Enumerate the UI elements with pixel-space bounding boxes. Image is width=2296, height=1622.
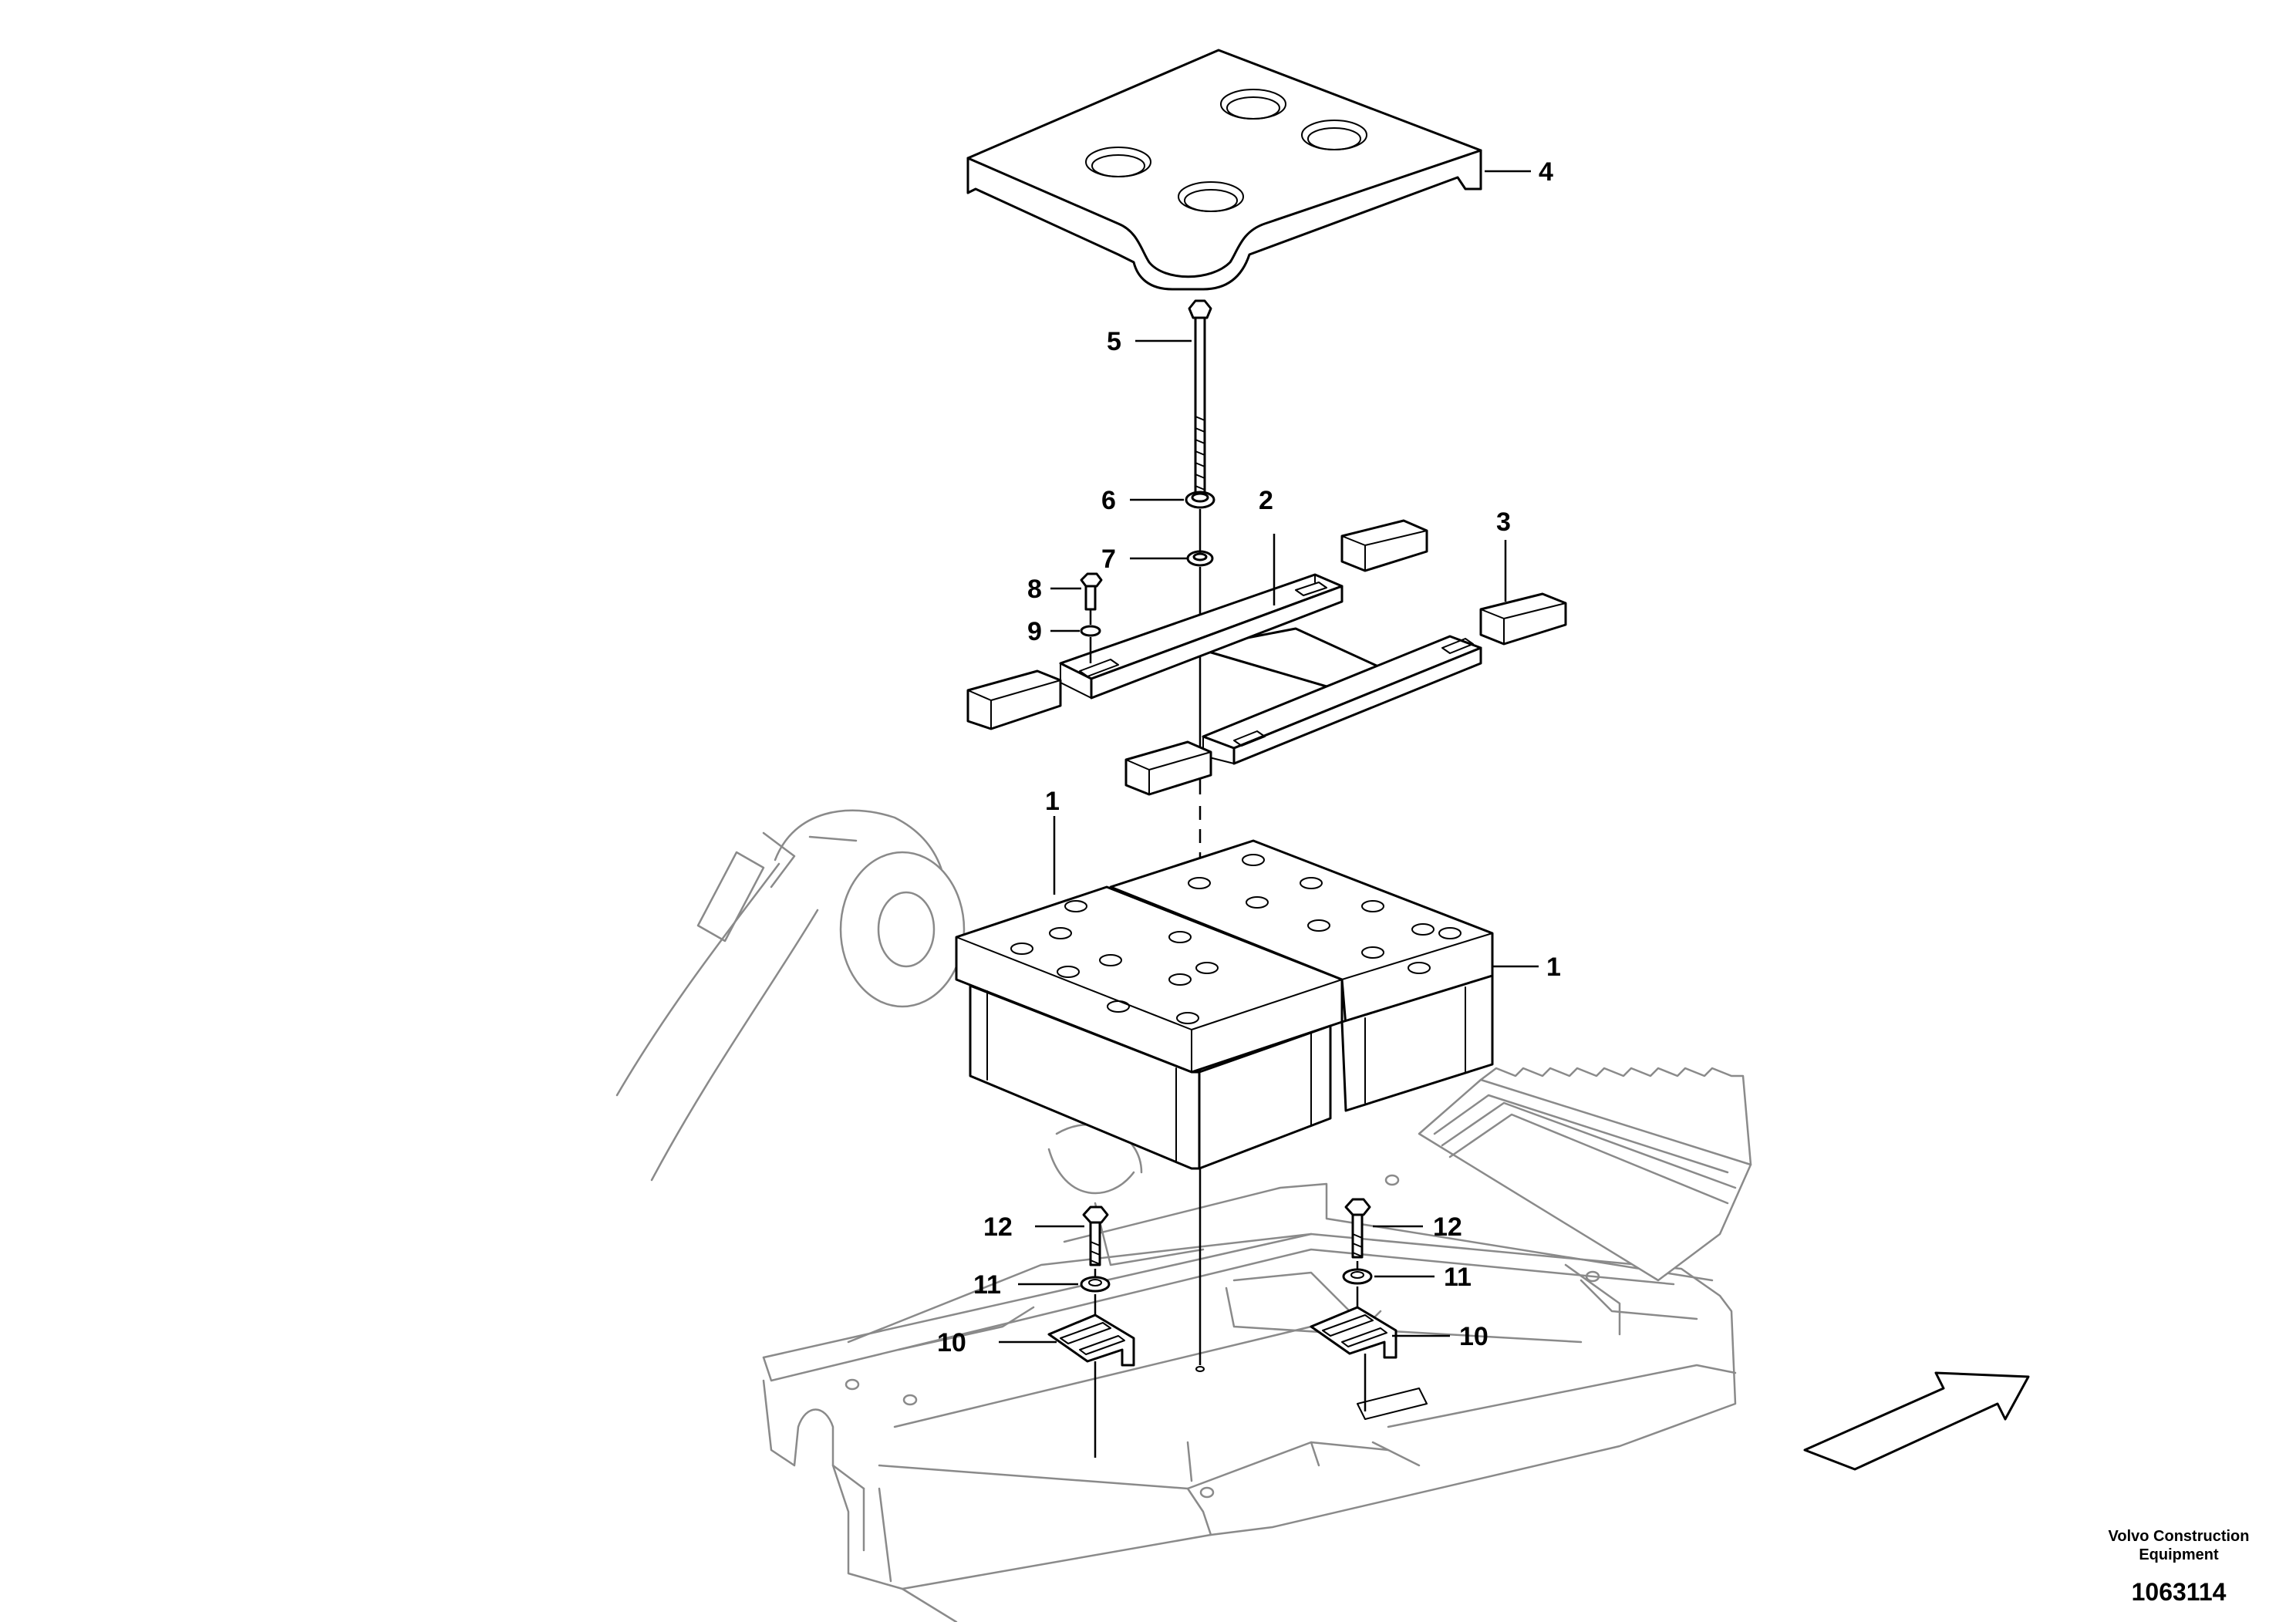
callout-4: 4 xyxy=(1539,157,1553,187)
callout-8: 8 xyxy=(1027,575,1042,604)
callout-12-right: 12 xyxy=(1433,1212,1462,1242)
direction-arrow-icon xyxy=(1803,1371,2030,1471)
callout-labels: 4 5 6 2 3 7 8 9 1 1 12 12 11 11 10 10 xyxy=(937,157,1561,1357)
company-name-line1: Volvo Construction xyxy=(2109,1528,2250,1545)
callout-5: 5 xyxy=(1107,327,1121,356)
callout-11-right: 11 xyxy=(1444,1263,1472,1292)
batteries xyxy=(955,839,1494,1170)
callout-11-left: 11 xyxy=(973,1270,1001,1300)
leader-lines xyxy=(999,170,1539,1344)
callout-10-left: 10 xyxy=(937,1328,966,1357)
callout-1-right: 1 xyxy=(1546,953,1561,982)
callout-12-left: 12 xyxy=(983,1212,1013,1242)
company-name-line2: Equipment xyxy=(2139,1546,2219,1563)
figure-number: 1063114 xyxy=(2132,1578,2227,1606)
callout-9: 9 xyxy=(1027,617,1042,646)
battery-brackets xyxy=(1047,1198,1428,1458)
callout-2: 2 xyxy=(1259,486,1273,515)
holding-frame xyxy=(966,519,1567,796)
callout-10-right: 10 xyxy=(1459,1322,1489,1351)
figure-footer: Volvo Construction Equipment 1063114 xyxy=(2109,1528,2250,1606)
callout-6: 6 xyxy=(1101,486,1116,515)
washers xyxy=(1185,491,1215,567)
long-bolt xyxy=(1188,299,1212,503)
machine-frame xyxy=(615,809,1752,1622)
callout-3: 3 xyxy=(1496,508,1511,537)
small-bolt xyxy=(1080,572,1103,663)
callout-1-left: 1 xyxy=(1045,787,1060,816)
battery-cover xyxy=(966,49,1482,291)
callout-7: 7 xyxy=(1101,545,1116,574)
